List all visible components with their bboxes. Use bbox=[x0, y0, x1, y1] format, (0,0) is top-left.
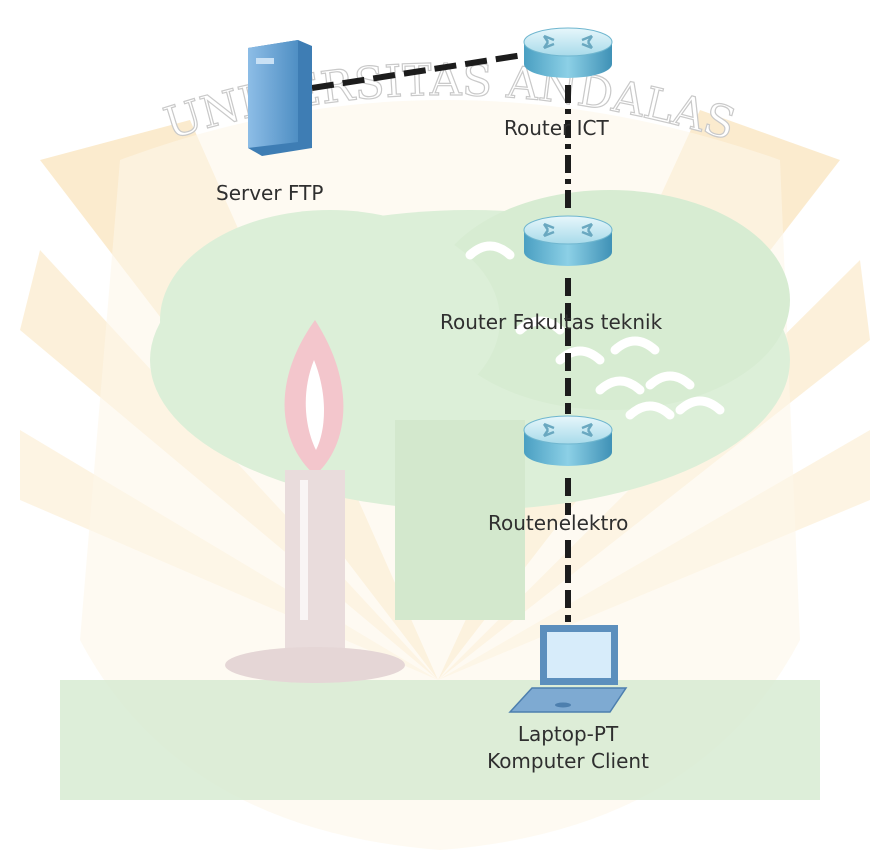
link-server-router-ict bbox=[311, 52, 524, 91]
watermark-ground bbox=[60, 680, 820, 800]
laptop-label-line1: Laptop-PT bbox=[517, 722, 619, 746]
laptop-label-line2: Komputer Client bbox=[487, 749, 649, 773]
router-icon[interactable] bbox=[522, 214, 614, 268]
laptop-icon[interactable] bbox=[508, 625, 628, 713]
server-icon[interactable] bbox=[248, 40, 312, 156]
watermark-candle bbox=[225, 320, 405, 683]
server-label: Server FTP bbox=[216, 181, 324, 205]
router-icon[interactable] bbox=[522, 26, 614, 80]
router-fakultas-label: Router Fakultas teknik bbox=[440, 310, 663, 334]
router-elektro-label: Routenelektro bbox=[488, 511, 629, 535]
router-ict-label: Router ICT bbox=[504, 116, 609, 140]
router-icon[interactable] bbox=[522, 414, 614, 468]
